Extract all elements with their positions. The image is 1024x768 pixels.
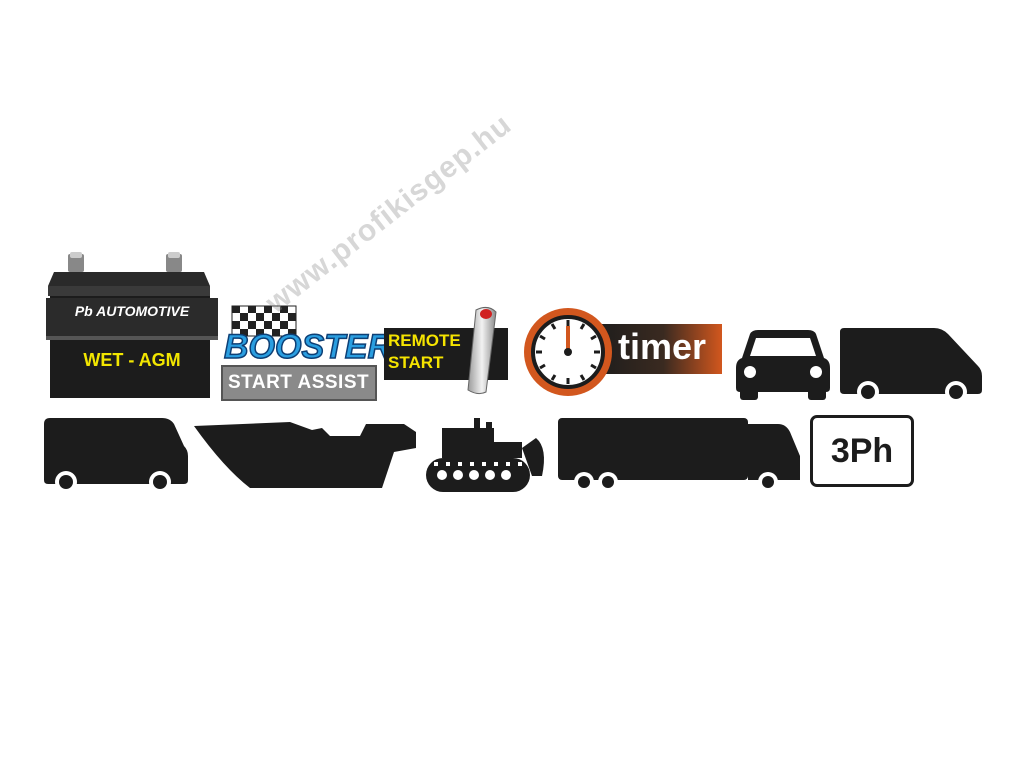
remote-start-line1: REMOTE [388, 331, 461, 350]
watermark-text: www.profikisgep.hu [259, 107, 518, 320]
timer-clock-icon [522, 306, 726, 398]
boat-icon [194, 418, 420, 490]
minivan-icon [42, 416, 190, 493]
booster-title: BOOSTER [223, 327, 393, 367]
remote-start-line2: START [388, 353, 444, 372]
booster-subtitle: START ASSIST [228, 372, 370, 393]
three-phase-label: 3Ph [830, 431, 894, 470]
three-phase-badge: 3Ph [810, 415, 914, 487]
timer-label: timer [618, 326, 707, 367]
battery-brand-label: Pb AUTOMOTIVE [74, 303, 190, 319]
van-icon [838, 326, 984, 403]
truck-icon [556, 416, 804, 494]
battery-type-label: WET - AGM [83, 350, 181, 370]
bulldozer-icon [424, 418, 552, 492]
booster-icon [221, 305, 378, 402]
remote-start-icon [382, 304, 512, 396]
car-icon [736, 328, 830, 400]
battery-icon [44, 252, 220, 400]
